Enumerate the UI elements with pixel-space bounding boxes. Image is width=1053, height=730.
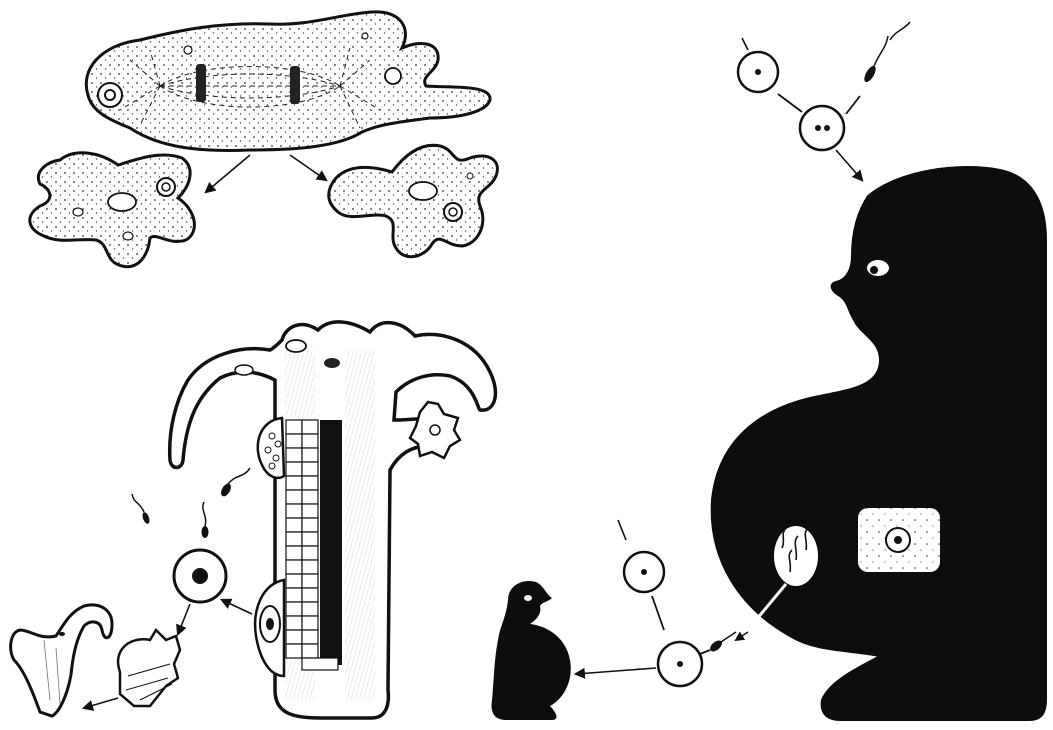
amoeba-nucleus [98,83,122,107]
human-reproduction-panel [492,22,1046,720]
body-cell [858,508,940,572]
zygote-top [800,106,844,150]
division-arrow-right [290,155,326,180]
hydra-bud [410,402,460,458]
embryo-to-young-arrow [84,698,118,708]
sperm-from-adult [708,632,736,654]
embryo [118,630,180,706]
chromosomes-right [290,66,300,104]
zygote-to-adult-arrow [836,150,862,180]
daughter-amoeba-right [329,145,498,256]
ovary-to-egg-arrow [222,600,252,614]
sperm-cells-hydra [132,468,250,538]
ovum-top [738,52,778,92]
young-hydra [11,605,112,716]
dividing-amoeba [86,12,490,151]
zygote-to-child-arrow [576,668,656,674]
amoeba-division-panel [30,12,498,267]
hydra-reproduction-panel [11,322,496,718]
adult-figure [712,167,1046,720]
adult-eye [867,260,889,276]
daughter-amoeba-left [30,153,195,267]
chromosomes-left [196,64,206,102]
contractile-vacuole [385,68,401,84]
division-arrow-left [206,155,250,192]
gastric-cavity [320,420,342,665]
egg-cell [174,550,226,602]
sperm-top [862,22,910,84]
zygote-bottom [658,642,702,686]
ovum-bottom [624,552,664,592]
child-figure [492,581,571,720]
egg-to-embryo-arrow [178,604,190,634]
